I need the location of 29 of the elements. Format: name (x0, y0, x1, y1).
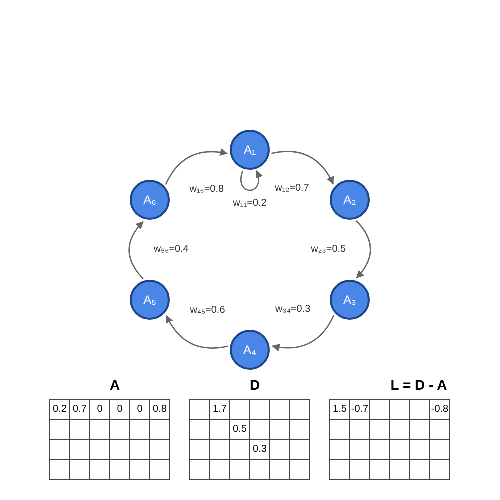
cell-value: 0.5 (233, 425, 247, 435)
edge-label: w₁₂=0.7 (274, 184, 310, 194)
cell-value: 0.7 (73, 405, 87, 415)
arrow (166, 315, 228, 349)
edge-label: w₂₃=0.5 (310, 244, 348, 255)
arrow (165, 148, 228, 186)
edge-label: w₁₁=0.2 (232, 199, 268, 209)
cell-value: 1.7 (213, 405, 227, 415)
cell-value: 0.2 (53, 405, 67, 415)
cell-value: 0 (137, 405, 143, 415)
table-title: A (110, 378, 120, 392)
arrow (356, 220, 372, 279)
table-title: L = D - A (390, 378, 448, 392)
arrow (272, 314, 335, 352)
cell-value: 0 (117, 405, 123, 415)
edge-label: w₁₆=0.8 (188, 184, 226, 195)
arrow (272, 151, 334, 185)
edge-label: w₅₆=0.4 (152, 245, 190, 256)
arrow (240, 170, 263, 192)
arrow (128, 221, 144, 280)
cell-value: -0.8 (431, 405, 449, 415)
table-title: D (250, 378, 260, 392)
cell-value: 0.3 (253, 445, 267, 455)
edge-label: w₄₅=0.6 (189, 306, 226, 316)
cell-value: 1.5 (333, 405, 347, 415)
cell-value: -0.7 (351, 405, 369, 415)
cell-value: 0 (97, 405, 103, 415)
edge-label: w₃₄=0.3 (274, 305, 312, 316)
cell-value: 0.8 (153, 405, 167, 415)
